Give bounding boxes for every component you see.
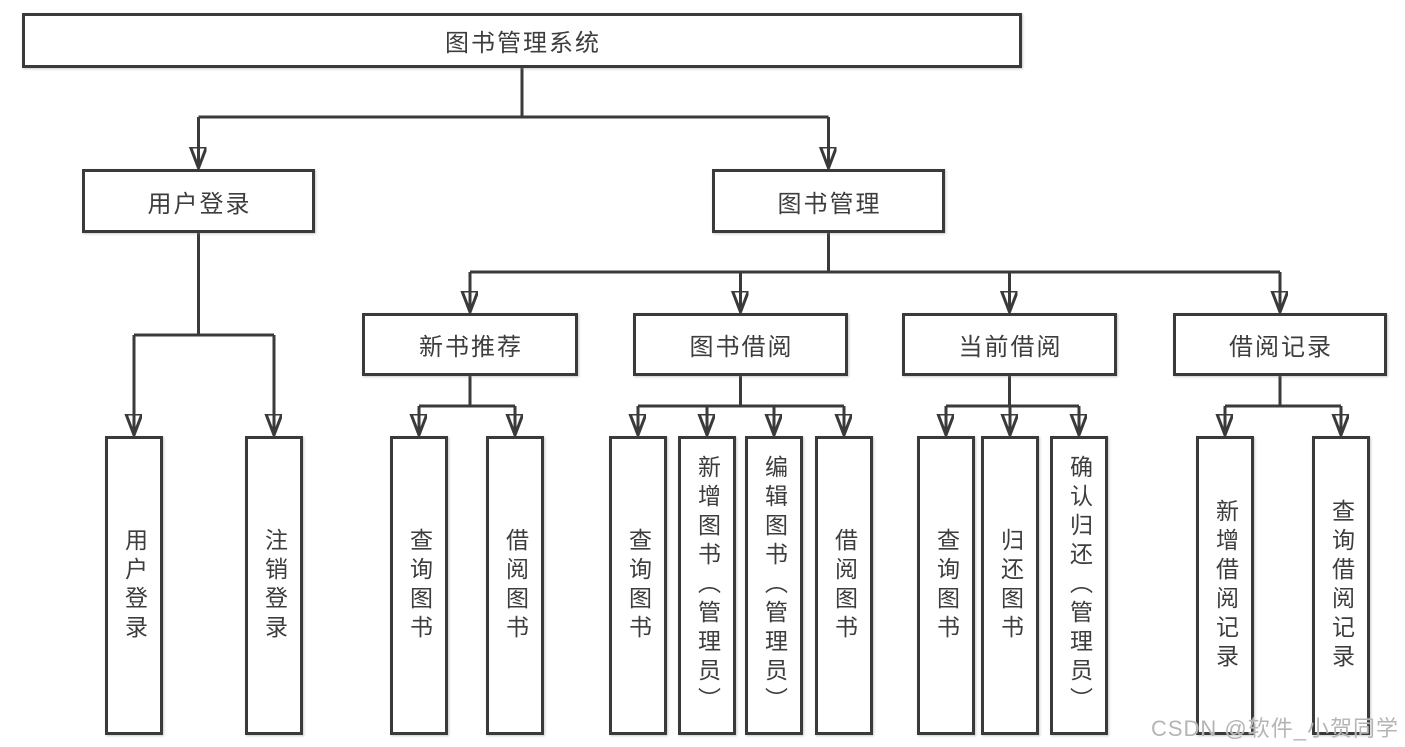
node-current-borrowing-label: 当前借阅 <box>958 334 1063 361</box>
node-book-management-label: 图书管理 <box>777 190 882 218</box>
connector-new-book-rec-children <box>419 376 515 434</box>
node-book-borrowing: 图书借阅 <box>633 313 848 376</box>
connector-borrow-records-children <box>1225 376 1341 434</box>
node-root-label: 图书管理系统 <box>445 30 601 57</box>
node-user-login: 用户登录 <box>82 169 315 233</box>
leaf-logout: 注销登录 <box>245 436 303 735</box>
leaf-edit-books-admin-label: 编辑图书（管理员） <box>761 455 788 716</box>
node-book-management: 图书管理 <box>712 169 945 233</box>
node-current-borrowing: 当前借阅 <box>902 313 1117 376</box>
leaf-add-books-admin-label: 新增图书（管理员） <box>694 455 721 716</box>
leaf-borrow-books-recommend: 借阅图书 <box>486 436 544 735</box>
node-new-book-recommendation-label: 新书推荐 <box>419 334 523 361</box>
leaf-borrow-books-borrowing: 借阅图书 <box>815 436 873 735</box>
leaf-query-books-recommend: 查询图书 <box>390 436 448 735</box>
connector-current-borrow-children <box>946 376 1079 434</box>
node-borrowing-records-label: 借阅记录 <box>1229 334 1333 361</box>
node-new-book-recommendation: 新书推荐 <box>362 313 578 376</box>
leaf-confirm-return-admin: 确认归还（管理员） <box>1050 436 1108 735</box>
leaf-user-login: 用户登录 <box>105 436 163 735</box>
csdn-watermark: CSDN @软件_小贺同学 <box>1150 716 1399 741</box>
leaf-query-borrow-record-label: 查询借阅记录 <box>1328 498 1355 673</box>
connector-book-borrow-children <box>638 376 844 434</box>
leaf-user-login-label: 用户登录 <box>121 527 148 644</box>
leaf-borrow-books-recommend-label: 借阅图书 <box>502 527 529 644</box>
leaf-logout-label: 注销登录 <box>261 527 288 644</box>
leaf-add-borrow-record-label: 新增借阅记录 <box>1212 498 1239 673</box>
leaf-query-books-borrowing-label: 查询图书 <box>625 527 652 644</box>
leaf-query-books-current: 查询图书 <box>917 436 975 735</box>
node-root-system: 图书管理系统 <box>22 13 1022 68</box>
leaf-query-books-current-label: 查询图书 <box>933 527 960 644</box>
leaf-return-books: 归还图书 <box>981 436 1039 735</box>
leaf-return-books-label: 归还图书 <box>997 527 1024 644</box>
leaf-confirm-return-admin-label: 确认归还（管理员） <box>1066 455 1093 716</box>
connector-book-mgmt-children <box>470 233 1280 311</box>
node-borrowing-records: 借阅记录 <box>1173 313 1387 376</box>
leaf-query-books-recommend-label: 查询图书 <box>406 527 433 644</box>
leaf-add-borrow-record: 新增借阅记录 <box>1196 436 1254 735</box>
connector-user-login-children <box>134 233 274 434</box>
connector-root-to-level2 <box>199 68 829 167</box>
leaf-add-books-admin: 新增图书（管理员） <box>678 436 736 735</box>
leaf-query-borrow-record: 查询借阅记录 <box>1312 436 1370 735</box>
node-user-login-label: 用户登录 <box>147 190 252 218</box>
leaf-borrow-books-borrowing-label: 借阅图书 <box>831 527 858 644</box>
leaf-query-books-borrowing: 查询图书 <box>609 436 667 735</box>
leaf-edit-books-admin: 编辑图书（管理员） <box>745 436 803 735</box>
node-book-borrowing-label: 图书借阅 <box>689 334 794 361</box>
